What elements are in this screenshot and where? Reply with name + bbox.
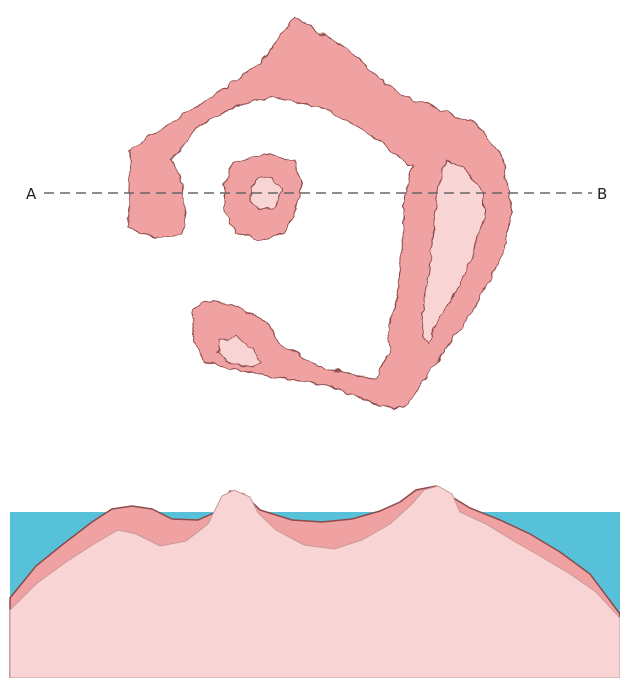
section-label-b: B [597, 187, 607, 202]
section-label-a: A [26, 187, 36, 202]
plan-view [44, 16, 592, 410]
cross-section [10, 486, 620, 678]
